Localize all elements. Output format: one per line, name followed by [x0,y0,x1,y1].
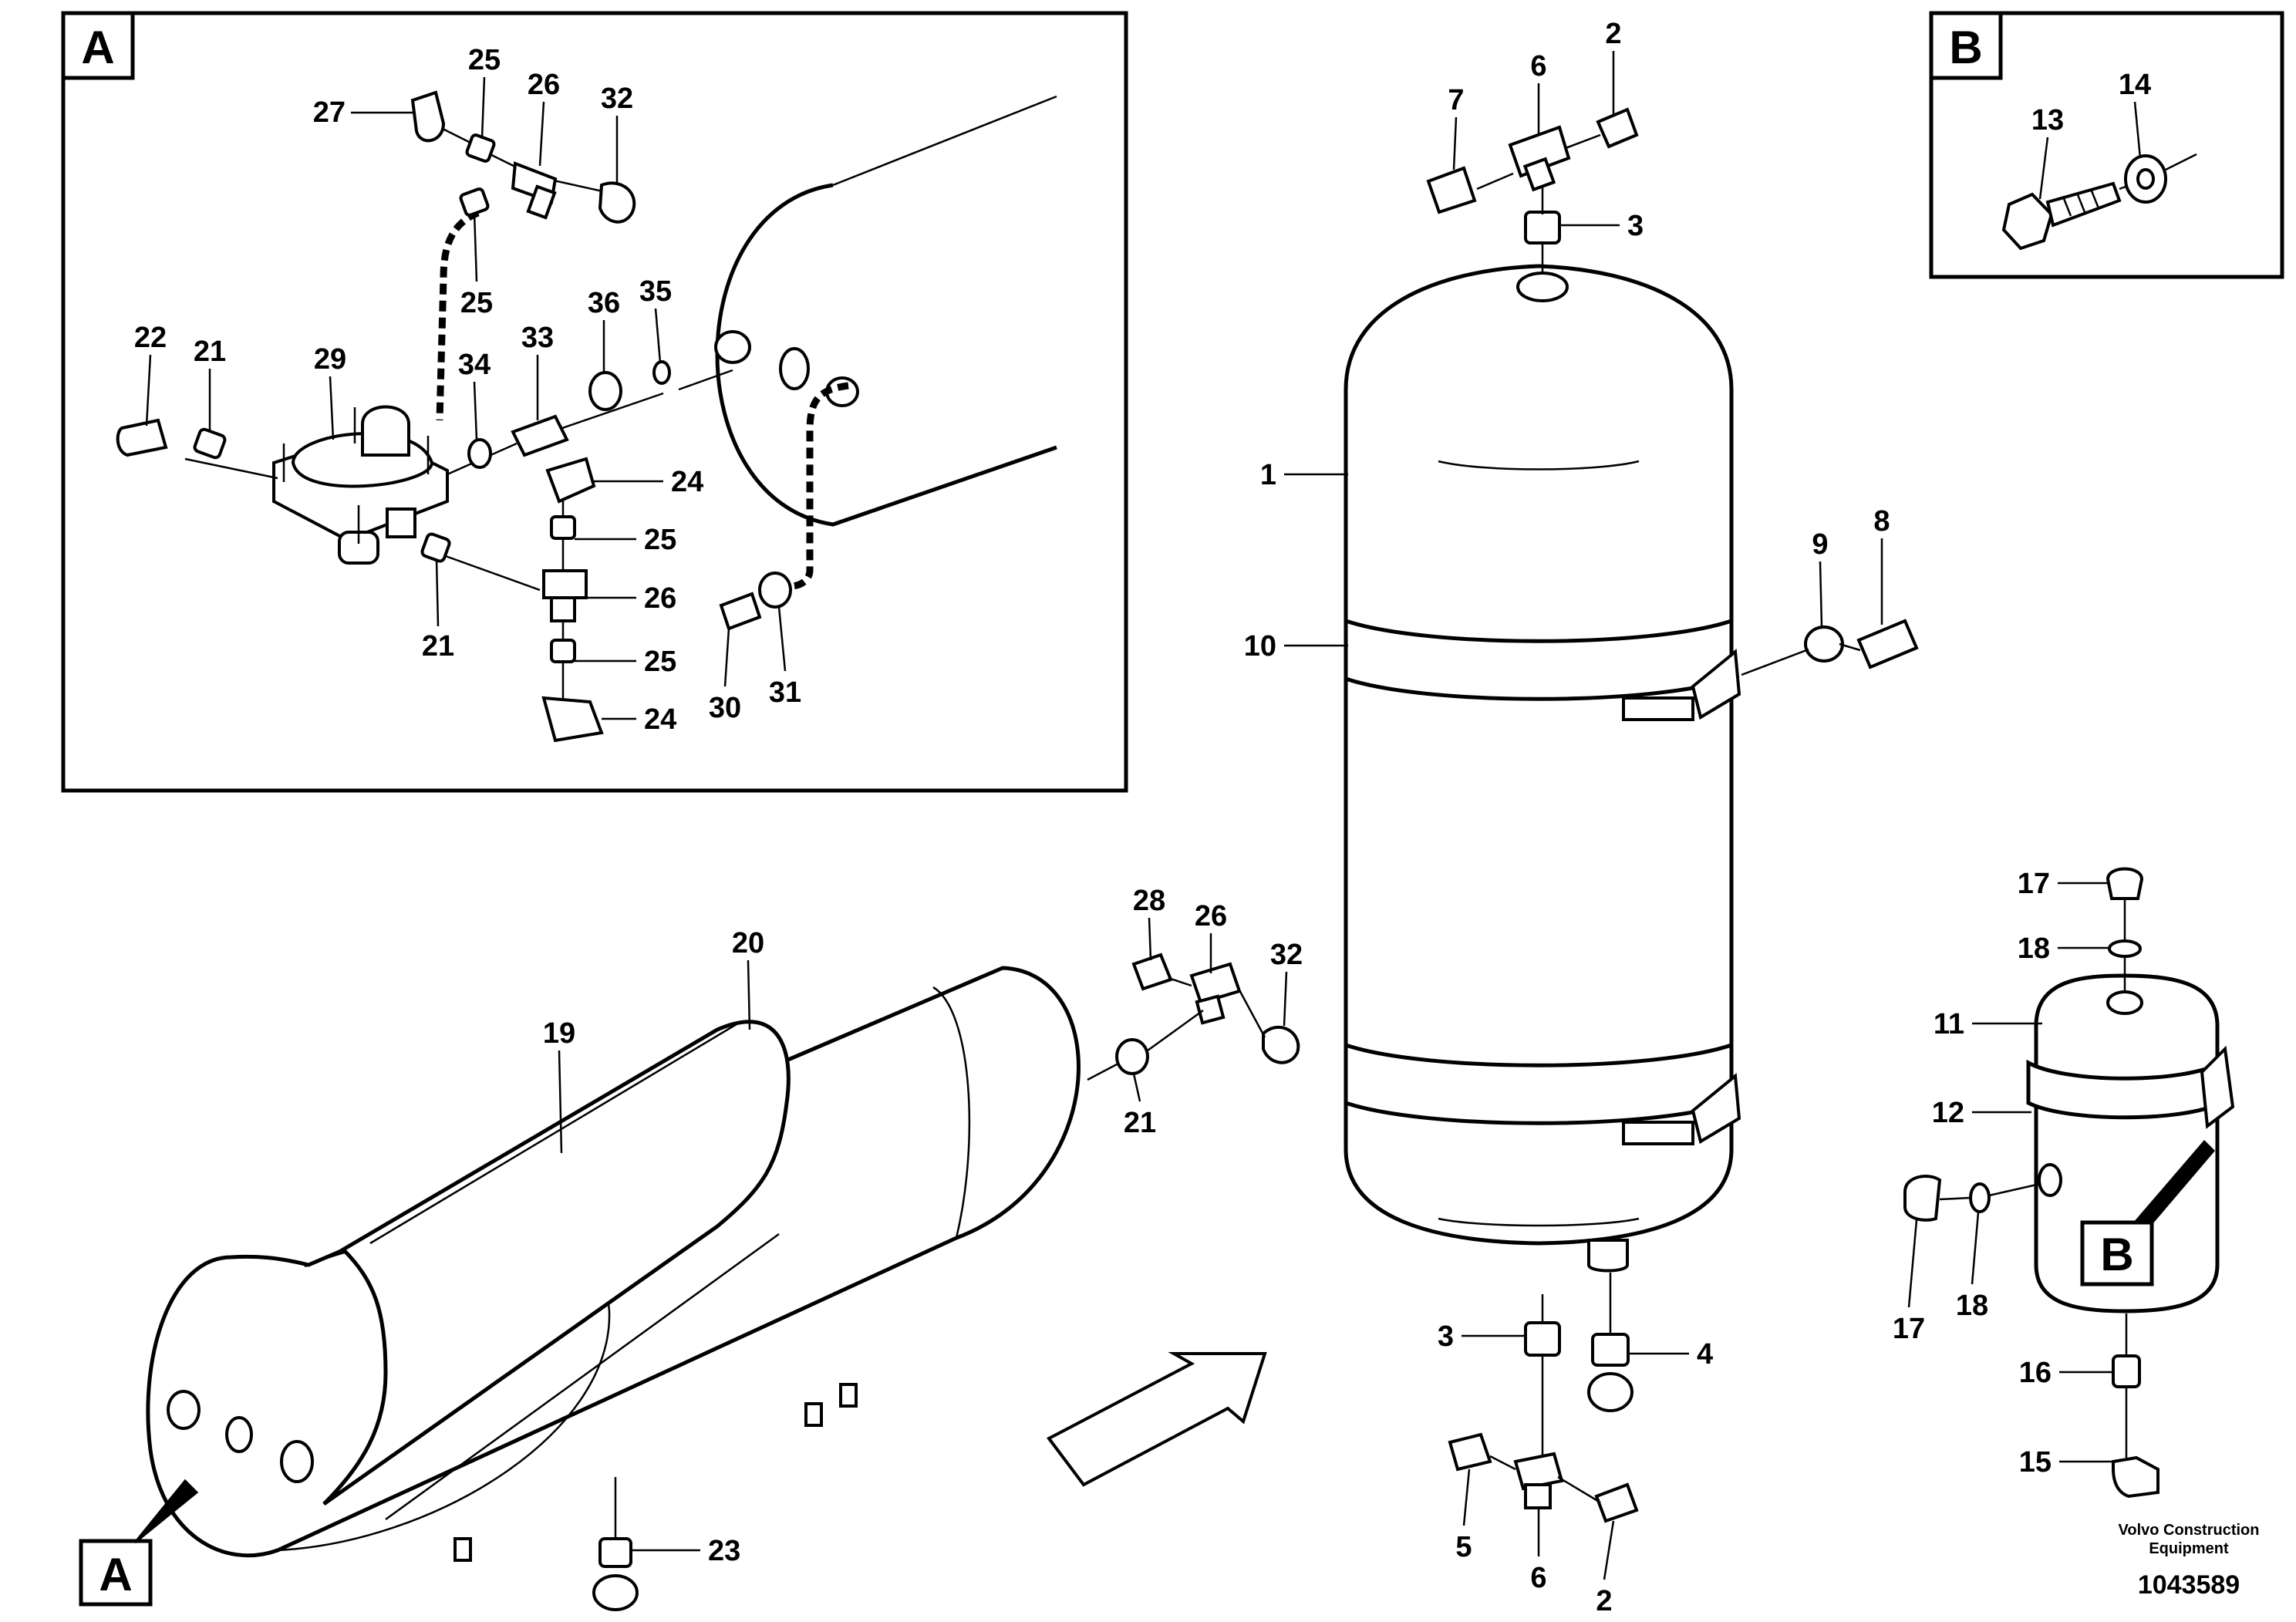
detail-view-b: B [1929,11,2284,279]
callout-a8: 29 [314,343,346,376]
callout-a9: 34 [458,349,491,381]
callout-a19: 30 [709,692,741,724]
callout-s3: 11 [1934,1008,1964,1040]
relay-valve-part-29 [272,405,449,565]
callout-h1: 19 [543,1017,575,1050]
callout-v2: 6 [1530,50,1546,83]
hose-lower [790,382,849,590]
callout-v5: 1 [1260,459,1276,491]
callout-a5: 25 [460,287,493,319]
callout-a1: 25 [468,44,501,76]
callout-v13: 2 [1596,1585,1612,1617]
callout-a20: 31 [769,676,801,709]
callout-v6: 10 [1244,630,1276,663]
horizontal-tank-callouts: 19 20 28 26 32 21 23 [543,885,1303,1567]
callout-a6: 22 [134,322,167,354]
callout-a12: 35 [639,275,672,308]
detail-view-a-label: A [81,22,114,73]
callout-s4: 12 [1932,1097,1964,1129]
callout-b1: 13 [2031,104,2064,137]
callout-s5: 17 [1893,1313,1925,1345]
detail-a-callouts: 25 26 27 32 25 22 21 29 34 33 36 35 24 2… [134,44,801,736]
assembly-direction-arrow [1046,1352,1267,1487]
callout-s6: 18 [1956,1290,1988,1322]
hose-upper [436,209,480,421]
callout-h3: 28 [1133,885,1165,917]
credit-company: Volvo Construction [2119,1522,2260,1539]
callout-a18: 24 [644,703,676,736]
detail-view-b-label: B [1949,22,1982,73]
reference-mark-a: A [79,1479,199,1607]
callout-v11: 5 [1455,1531,1472,1563]
detail-b-callouts: 13 14 [2031,69,2151,200]
callout-a7: 21 [194,336,226,368]
callout-s7: 16 [2019,1357,2052,1389]
callout-v9: 3 [1438,1320,1454,1353]
callout-v12: 6 [1530,1562,1546,1594]
small-tank-callouts: 17 18 11 12 17 18 16 15 [1893,868,2113,1479]
callout-a15: 21 [422,630,454,663]
reference-mark-b: B [2080,1140,2215,1286]
callout-a3: 27 [313,96,346,129]
reference-mark-a-label: A [99,1549,132,1600]
callout-h2: 20 [732,927,764,959]
callout-s1: 17 [2018,868,2050,900]
credit-block: Volvo Construction Equipment 1043589 [2119,1522,2260,1600]
callout-a13: 24 [671,466,703,498]
credit-company-line2: Equipment [2149,1540,2229,1557]
reference-mark-b-label: B [2100,1229,2133,1280]
callout-h6: 21 [1124,1107,1156,1139]
document-number: 1043589 [2138,1570,2240,1600]
vertical-air-tank [1344,264,1741,1273]
callout-a11: 36 [588,287,620,319]
callout-a14: 25 [644,524,676,556]
detail-b-parts [2001,153,2197,251]
callout-s2: 18 [2018,932,2050,965]
detail-a-fittings [116,90,792,743]
callout-h4: 26 [1195,900,1227,932]
callout-a10: 33 [521,322,554,354]
callout-v7: 9 [1812,528,1828,561]
callout-b2: 14 [2119,69,2151,101]
detail-a-leader-lines [184,114,733,725]
horizontal-air-tank [146,966,1081,1562]
callout-a17: 25 [644,646,676,678]
vertical-tank-callouts: 7 6 2 3 1 10 9 8 3 4 5 6 2 [1244,18,1890,1617]
callout-v10: 4 [1697,1338,1713,1371]
callout-v8: 8 [1873,505,1890,538]
detail-a-tank-end [714,95,1057,527]
callout-h5: 32 [1270,939,1303,971]
detail-view-a: A [61,11,1128,793]
callout-s8: 15 [2019,1446,2052,1479]
callout-a16: 26 [644,582,676,615]
callout-a4: 32 [601,83,633,115]
callout-v1: 7 [1448,84,1464,116]
vertical-tank-fittings [1426,107,1919,1523]
callout-h7: 23 [708,1535,740,1567]
callout-v3: 2 [1605,18,1621,50]
callout-a2: 26 [528,69,560,101]
callout-v4: 3 [1627,210,1644,242]
horizontal-tank-fittings [592,953,1300,1611]
